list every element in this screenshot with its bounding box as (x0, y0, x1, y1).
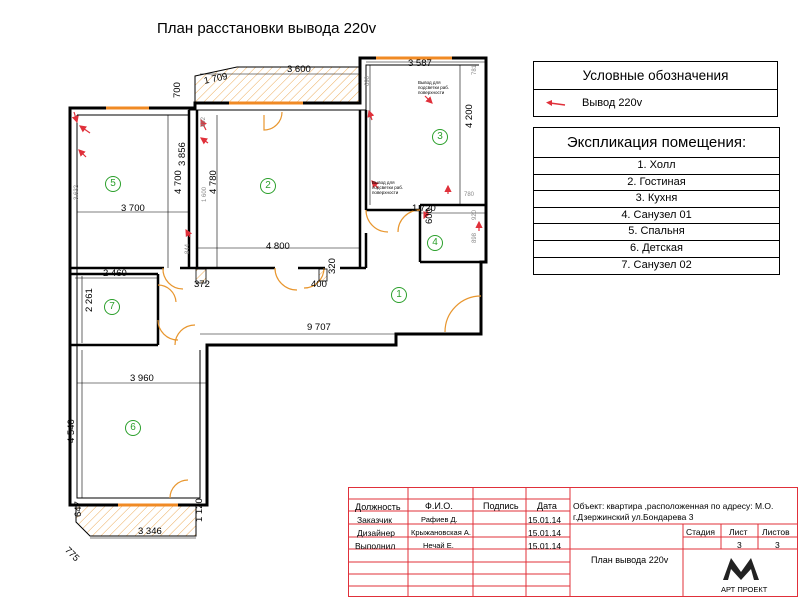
tb-stage-label: Стадия (686, 527, 715, 537)
tb-company: АРТ ПРОЕКТ (721, 585, 768, 594)
tb-header-position: Должность (355, 502, 401, 512)
plan-note: Вывод для подсветки раб. поверхности (418, 80, 450, 95)
outlet-markers (71, 95, 483, 238)
faint-dimension-label: 780 (464, 192, 475, 198)
tb-header-sign: Подпись (483, 501, 519, 511)
dimension-label: 700 (172, 82, 183, 98)
tb-sheets-label: Листов (762, 527, 790, 537)
room-number-1: 1 (391, 287, 407, 303)
legend-outlet-label: Вывод 220v (582, 97, 643, 109)
explication-row: 4. Санузел 01 (534, 208, 779, 225)
tb-header-name: Ф.И.О. (425, 501, 453, 511)
explication-row: 6. Детская (534, 241, 779, 258)
page-title: План расстановки вывода 220v (157, 20, 377, 37)
tb-drawing-name: План вывода 220v (591, 555, 669, 565)
tb-row-name: Крыжановская А. (411, 528, 471, 537)
tb-row-date: 15.01.14 (528, 541, 562, 551)
fixtures (195, 268, 328, 284)
dimension-label: 4 700 (173, 170, 184, 194)
plan-note: Вывод для подсветки раб. поверхности (372, 180, 404, 195)
dimension-label: 372 (194, 279, 210, 290)
tb-row-name: Нечай Е. (423, 541, 454, 550)
title-block: Должность Ф.И.О. Подпись Дата Заказчик Р… (347, 486, 798, 597)
dimension-label: 3 856 (177, 142, 188, 166)
explication-table: Экспликация помещения: 1. Холл 2. Гостин… (533, 127, 780, 276)
dimension-label: 2 261 (84, 288, 95, 312)
tb-row-name: Рафиев Д. (421, 515, 458, 524)
tb-row-date: 15.01.14 (528, 528, 562, 538)
room-number-4: 4 (427, 235, 443, 251)
dimension-label: 3 600 (287, 64, 311, 75)
faint-dimension-label: 892 (201, 116, 207, 127)
room-number-2: 2 (260, 178, 276, 194)
dimension-label: 4 540 (66, 419, 77, 443)
tb-sheet-label: Лист (729, 527, 748, 537)
dimension-label: 400 (311, 279, 327, 290)
dimension-label: 600 (424, 208, 435, 224)
tb-sheets-value: 3 (775, 540, 780, 550)
tb-sheet-value: 3 (737, 540, 742, 550)
faint-dimension-label: 844 (185, 243, 191, 254)
tb-row-position: Дизайнер (357, 528, 396, 538)
windows (106, 56, 452, 507)
faint-dimension-label: 3 632 (74, 184, 80, 200)
interior-walls (70, 110, 486, 347)
tb-object-line1: Объект: квартира ,расположенная по адрес… (573, 501, 774, 511)
faint-dimension-label: 920 (472, 209, 478, 220)
dimension-label: 4 800 (266, 241, 290, 252)
explication-row: 3. Кухня (534, 191, 779, 208)
dimension-label: 1 120 (194, 498, 205, 522)
dimension-label: 3 960 (130, 373, 154, 384)
room-number-6: 6 (125, 420, 141, 436)
tb-object-line2: г.Дзержинский ул.Бондарева 3 (573, 512, 694, 522)
dimension-label: 2 460 (103, 268, 127, 279)
title-block-grid (347, 486, 798, 597)
explication-row: 1. Холл (534, 158, 779, 175)
dimension-label: 3 346 (138, 526, 162, 537)
explication-row: 2. Гостиная (534, 175, 779, 192)
outlet-arrow-icon (546, 100, 566, 106)
dimension-label: 3 587 (408, 58, 432, 69)
explication-row: 5. Спальня (534, 224, 779, 241)
tb-header-date: Дата (537, 501, 557, 511)
wall-inner (76, 64, 479, 499)
faint-dimension-label: 898 (472, 232, 478, 243)
dimension-label: 647 (73, 501, 84, 517)
tb-row-date: 15.01.14 (528, 515, 562, 525)
explication-row: 7. Санузел 02 (621, 258, 692, 271)
faint-dimension-label: 690 (365, 75, 371, 86)
dimension-label: 1 720 (412, 203, 436, 214)
legend: Условные обозначения Вывод 220v (533, 61, 778, 117)
dimension-label: 4 200 (464, 104, 475, 128)
dimension-label: 9 707 (307, 322, 331, 333)
balcony-bottom (75, 504, 197, 537)
tb-row-position: Заказчик (357, 515, 392, 525)
tb-row-position: Выполнил (355, 541, 396, 551)
dimension-label: 4 780 (208, 170, 219, 194)
walls (68, 56, 488, 507)
dimension-lines (75, 61, 486, 539)
company-logo-icon (723, 558, 759, 580)
faint-dimension-label: 1 600 (202, 186, 208, 202)
room-number-3: 3 (432, 129, 448, 145)
faint-dimension-label: 781 (472, 64, 478, 75)
room-number-5: 5 (105, 176, 121, 192)
legend-item-outlet: Вывод 220v (534, 90, 777, 117)
explication-header: Экспликация помещения: (534, 128, 779, 158)
dimension-label: 3 700 (121, 203, 145, 214)
dimension-label: 320 (327, 258, 338, 274)
legend-header: Условные обозначения (534, 62, 777, 90)
room-number-7: 7 (104, 299, 120, 315)
